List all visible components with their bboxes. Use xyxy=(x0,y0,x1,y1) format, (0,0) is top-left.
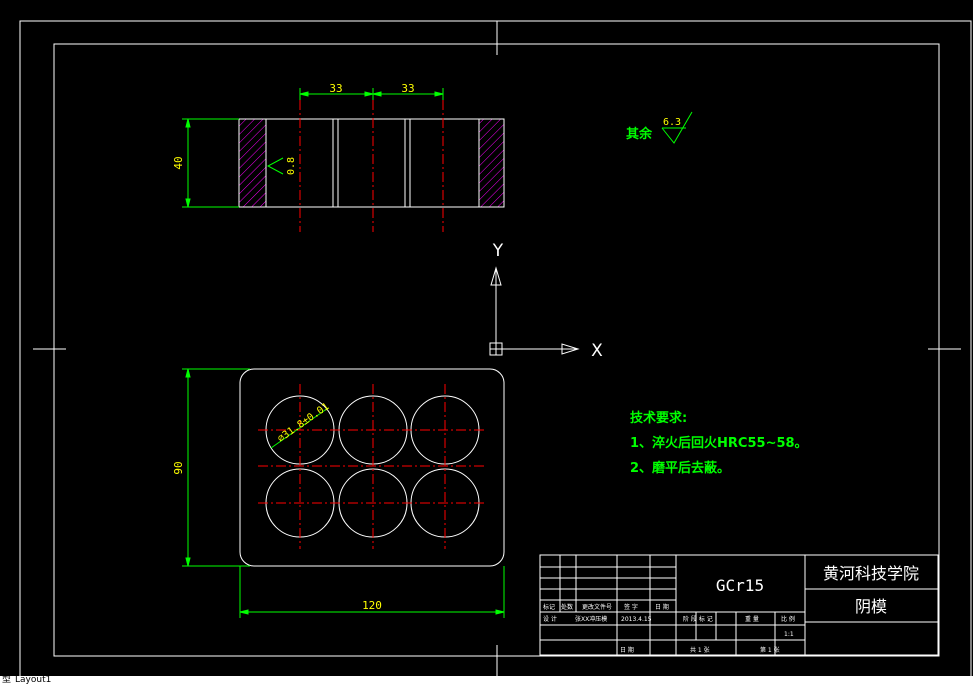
dim-33-right: 33 xyxy=(401,82,414,95)
svg-text:第 1 张: 第 1 张 xyxy=(760,646,780,654)
roughness-note-value: 6.3 xyxy=(663,117,681,128)
svg-text:设 计: 设 计 xyxy=(543,615,557,623)
front-view: 33 33 40 0.8 xyxy=(172,82,505,232)
tab-model[interactable]: 型 xyxy=(2,676,12,684)
title-institution: 黄河科技学院 xyxy=(823,564,919,583)
dim-width-120: 120 xyxy=(362,599,382,612)
tech-req-item1: 1、淬火后回火HRC55~58。 xyxy=(630,435,808,451)
technical-requirements: 技术要求: 1、淬火后回火HRC55~58。 2、磨平后去蔽。 xyxy=(630,410,808,476)
tech-req-title: 技术要求: xyxy=(630,410,687,426)
axis-x-label: X xyxy=(591,341,603,361)
axis-y-label: Y xyxy=(492,241,504,261)
dim-height-40: 40 xyxy=(172,156,185,169)
ucs-icon xyxy=(489,266,580,356)
svg-text:1:1: 1:1 xyxy=(784,631,794,638)
title-block-small-labels: 标记 处数 更改文件号 签 字 日 期 设 计 张XX冲压模 2013.4.15… xyxy=(543,603,795,654)
svg-text:共 1 张: 共 1 张 xyxy=(690,646,710,654)
svg-text:阶 段 标 记: 阶 段 标 记 xyxy=(683,615,713,623)
svg-text:日 期: 日 期 xyxy=(655,603,669,611)
title-material: GCr15 xyxy=(716,576,764,595)
top-view: ⌀31.8±0.01 90 120 xyxy=(172,368,505,618)
svg-text:处数: 处数 xyxy=(561,603,573,611)
svg-text:日 期: 日 期 xyxy=(620,646,634,654)
dim-depth-90: 90 xyxy=(172,461,185,474)
svg-text:更改文件号: 更改文件号 xyxy=(582,603,612,611)
svg-text:张XX冲压模: 张XX冲压模 xyxy=(575,615,607,623)
title-block xyxy=(539,554,939,656)
tab-layout1[interactable]: Layout1 xyxy=(15,676,52,684)
svg-text:标记: 标记 xyxy=(543,603,555,611)
svg-text:2013.4.15: 2013.4.15 xyxy=(621,616,652,623)
svg-text:比 例: 比 例 xyxy=(781,615,795,623)
tech-req-item2: 2、磨平后去蔽。 xyxy=(630,460,730,476)
dim-hole-diameter: ⌀31.8±0.01 xyxy=(276,401,332,445)
svg-text:重 量: 重 量 xyxy=(745,615,759,623)
roughness-note-label: 其余 xyxy=(626,126,653,142)
roughness-note: 其余 6.3 xyxy=(626,111,693,144)
svg-text:签 字: 签 字 xyxy=(624,603,638,611)
title-part-name: 阴模 xyxy=(855,597,887,616)
roughness-side: 0.8 xyxy=(286,157,297,175)
dim-33-left: 33 xyxy=(329,82,342,95)
